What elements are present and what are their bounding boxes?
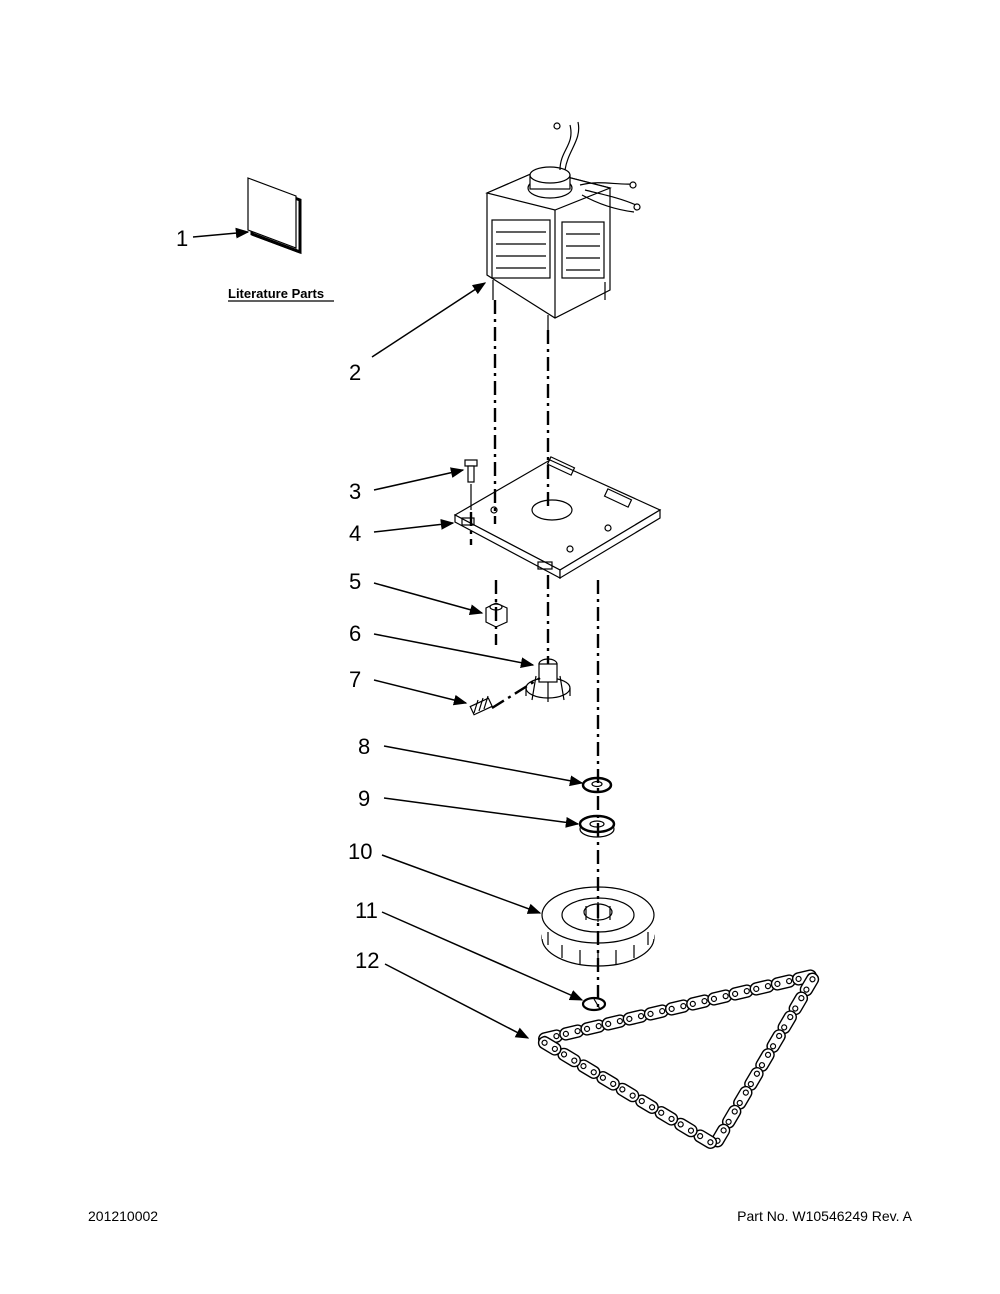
chain-link [744,1067,764,1091]
screw [464,459,478,510]
drive-motor [485,121,641,330]
motor-mount-plate [453,456,662,580]
callout-11: 11 [355,898,378,923]
callout-4: 4 [349,521,361,546]
chain-link [721,1104,742,1129]
chain-link [728,984,754,1001]
chain-link [749,979,775,996]
chain-link [755,1048,775,1072]
callout-12: 12 [355,948,379,973]
literature-parts-label: Literature Parts [228,286,324,301]
callout-5: 5 [349,569,361,594]
callout-numbers: 1 2 3 4 5 6 7 8 9 10 11 12 [176,226,379,973]
callout-8: 8 [358,734,370,759]
callout-6: 6 [349,621,361,646]
drawing-id: 201210002 [88,1208,159,1224]
callout-3: 3 [349,479,361,504]
chain-link [788,991,809,1016]
part-number-revision: Part No. W10546249 Rev. A [737,1208,912,1224]
drive-sprocket [525,658,571,702]
chain-link [622,1009,648,1026]
chain-link [615,1082,640,1103]
assembly-lines [469,300,600,1010]
callout-10: 10 [348,839,372,864]
chain-link [537,1036,562,1056]
chain-link [664,999,691,1016]
roller-chain [537,969,820,1149]
callout-1: 1 [176,226,188,251]
chain-link [635,1094,659,1114]
chain-link [596,1071,620,1091]
retaining-clip [581,996,607,1012]
chain-link [643,1004,669,1021]
callout-7: 7 [349,667,361,692]
chain-link [707,989,733,1006]
set-screw [469,695,493,716]
callout-2: 2 [349,360,361,385]
chain-link [557,1047,582,1068]
callout-9: 9 [358,786,370,811]
literature-booklet [247,177,302,255]
callout-arrows [192,227,584,1039]
